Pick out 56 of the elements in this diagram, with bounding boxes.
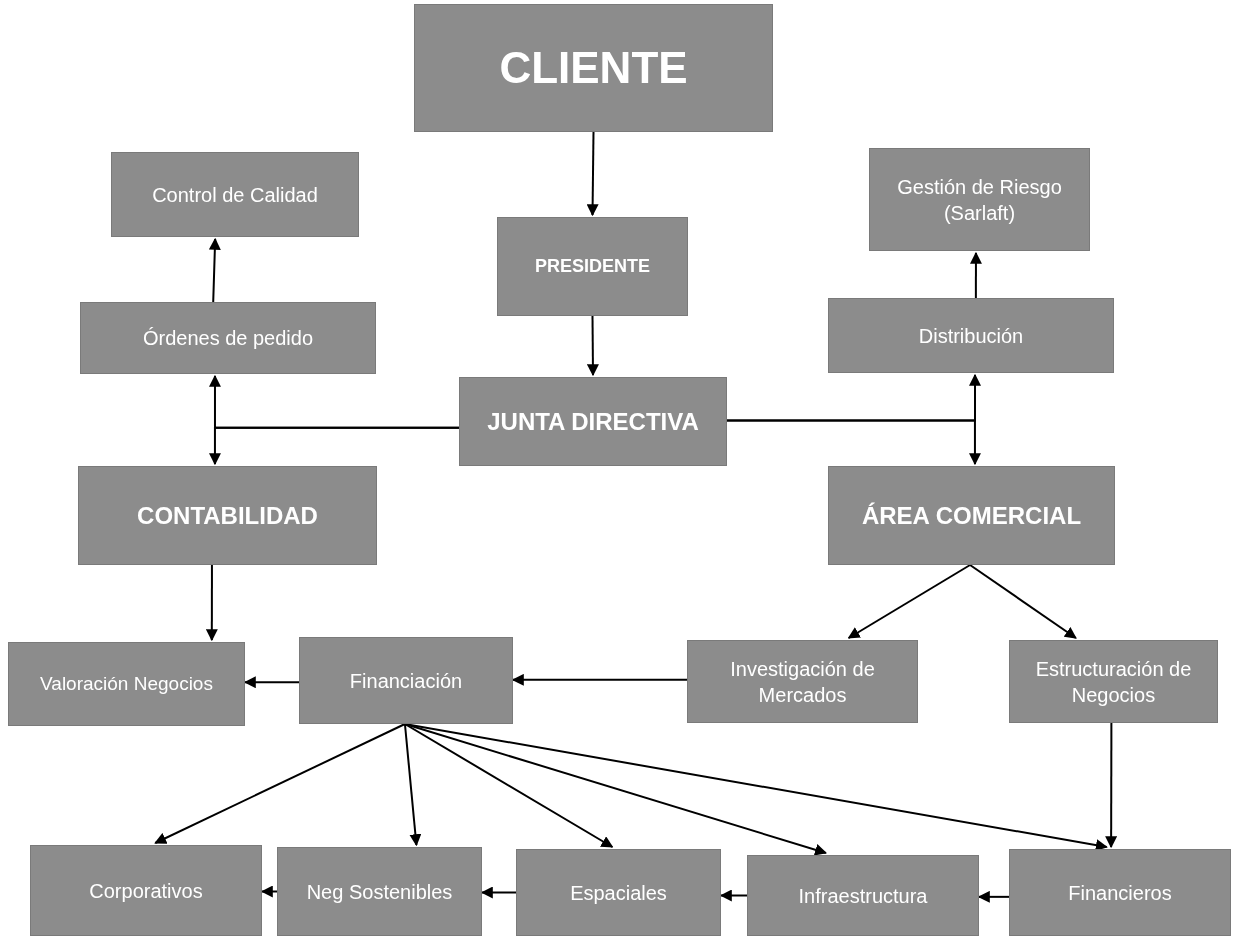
box-label: Valoración Negocios bbox=[40, 671, 213, 696]
box-label: JUNTA DIRECTIVA bbox=[487, 406, 699, 437]
box-label: Investigación de Mercados bbox=[729, 656, 876, 708]
arrow bbox=[480, 886, 517, 899]
arrow bbox=[260, 885, 278, 898]
box-label: CLIENTE bbox=[499, 42, 688, 95]
box-label: Gestión de Riesgo (Sarlaft) bbox=[896, 174, 1063, 226]
org-box bbox=[828, 466, 1115, 565]
org-box bbox=[497, 217, 688, 316]
box-label: Neg Sostenibles bbox=[306, 879, 453, 905]
box-label: Órdenes de pedido bbox=[142, 326, 314, 351]
org-box bbox=[111, 152, 359, 237]
box-label: Distribución bbox=[918, 323, 1024, 349]
box-label: Financiación bbox=[349, 668, 463, 694]
org-box bbox=[687, 640, 918, 723]
arrow bbox=[205, 564, 218, 642]
org-box bbox=[869, 148, 1090, 251]
arrow bbox=[1105, 722, 1118, 849]
org-box bbox=[459, 377, 727, 466]
arrow bbox=[719, 889, 748, 902]
org-box bbox=[414, 4, 773, 132]
arrow bbox=[403, 723, 614, 848]
org-box bbox=[30, 845, 262, 936]
org-box bbox=[828, 298, 1114, 373]
arrow bbox=[208, 426, 460, 466]
arrow bbox=[586, 315, 599, 377]
org-box bbox=[516, 849, 721, 936]
box-label: PRESIDENTE bbox=[535, 254, 650, 278]
org-box bbox=[80, 302, 376, 374]
box-label: Espaciales bbox=[570, 880, 667, 906]
box-label: Control de Calidad bbox=[152, 182, 318, 208]
box-label: Estructuración de Negocios bbox=[1034, 656, 1193, 708]
arrow bbox=[403, 723, 828, 856]
arrow bbox=[208, 237, 221, 303]
org-box bbox=[299, 637, 513, 724]
arrow bbox=[154, 723, 406, 844]
org-box bbox=[1009, 849, 1231, 936]
org-box bbox=[747, 855, 979, 936]
box-label: Corporativos bbox=[89, 878, 203, 904]
org-box bbox=[8, 642, 245, 726]
arrow bbox=[511, 673, 688, 686]
arrow bbox=[969, 251, 982, 299]
arrow bbox=[969, 564, 1077, 639]
box-label: Infraestructura bbox=[798, 883, 928, 909]
org-box bbox=[1009, 640, 1218, 723]
org-box bbox=[78, 466, 377, 565]
arrow bbox=[243, 676, 300, 689]
arrow bbox=[586, 131, 599, 217]
box-label: ÁREA COMERCIAL bbox=[861, 500, 1082, 531]
box-label: CONTABILIDAD bbox=[137, 500, 318, 531]
org-box bbox=[277, 847, 482, 936]
arrow bbox=[726, 419, 981, 466]
arrow bbox=[403, 723, 422, 847]
arrow bbox=[847, 564, 972, 639]
arrow bbox=[977, 890, 1010, 903]
box-label: Financieros bbox=[1068, 880, 1172, 906]
